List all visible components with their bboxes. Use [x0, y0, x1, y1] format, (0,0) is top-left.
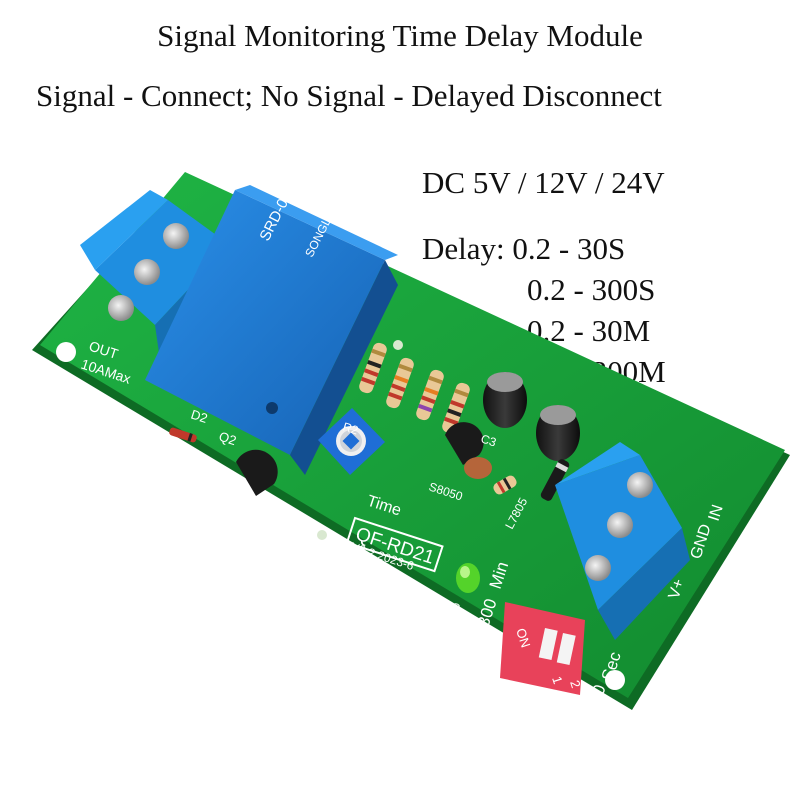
delay-range-1: 0.2 - 30S	[512, 231, 626, 266]
silk-vplus: V+	[666, 577, 688, 601]
mount-hole	[605, 670, 625, 690]
page-subtitle: Signal - Connect; No Signal - Delayed Di…	[36, 78, 662, 113]
silk-in: IN	[706, 503, 727, 523]
ceramic-capacitor	[464, 457, 492, 479]
dip-switch: ON 1 2	[500, 602, 585, 695]
screw-terminal-gnd	[607, 512, 633, 538]
dip-switch-2	[556, 633, 576, 666]
input-terminal-block	[555, 442, 690, 640]
transistors	[169, 422, 570, 501]
pcb-photo: SRD-05VDC-SL-C SONGLE	[0, 150, 800, 750]
screw-terminal-no	[108, 295, 134, 321]
resistor	[416, 369, 444, 421]
dip-position-2: 2	[567, 678, 584, 690]
delay-label: Delay:	[422, 231, 505, 266]
dip-position-1: 1	[549, 674, 566, 686]
silkscreen-labels: NC COM NO OUT 10AMax D2 Q2 R2 C3 S8050 L…	[36, 204, 727, 706]
relay-dot	[266, 402, 278, 414]
relay: SRD-05VDC-SL-C SONGLE	[145, 150, 398, 475]
resistor	[493, 475, 517, 495]
potentiometer	[318, 408, 385, 475]
resistor	[442, 382, 470, 434]
resistor	[359, 342, 387, 394]
dip-switch-1	[538, 628, 558, 661]
screw-terminal-nc	[163, 223, 189, 249]
silk-q2: Q2	[217, 429, 238, 449]
delay-range-2: 0.2 - 300S	[527, 272, 656, 307]
silk-r2: R2	[341, 420, 360, 438]
screw-terminal-com	[134, 259, 160, 285]
transistor-q2	[236, 449, 278, 496]
silk-c3: C3	[479, 432, 498, 450]
via	[393, 340, 403, 350]
silk-30: 30	[586, 682, 610, 706]
silk-g: G	[449, 600, 462, 616]
screw-terminal-in	[627, 472, 653, 498]
diode	[540, 459, 570, 501]
screw-terminal-vplus	[585, 555, 611, 581]
voltage-spec: DC 5V / 12V / 24V	[422, 165, 665, 200]
dip-on-label: ON	[513, 626, 533, 649]
resistors	[359, 342, 470, 434]
silk-com: COM	[58, 226, 87, 269]
transistor-s8050	[445, 422, 484, 465]
electrolytic-capacitors	[483, 372, 580, 461]
silk-d2: D2	[189, 407, 209, 426]
page-title: Signal Monitoring Time Delay Module	[157, 18, 643, 53]
via	[317, 530, 327, 540]
silk-no: NO	[36, 294, 61, 324]
mount-hole	[56, 342, 76, 362]
delay-row-1: Delay: 0.2 - 30S	[422, 228, 666, 269]
led	[456, 563, 480, 593]
diode-d2	[169, 427, 197, 443]
resistor	[386, 357, 414, 409]
pcb-illustration: SRD-05VDC-SL-C SONGLE	[32, 150, 790, 710]
